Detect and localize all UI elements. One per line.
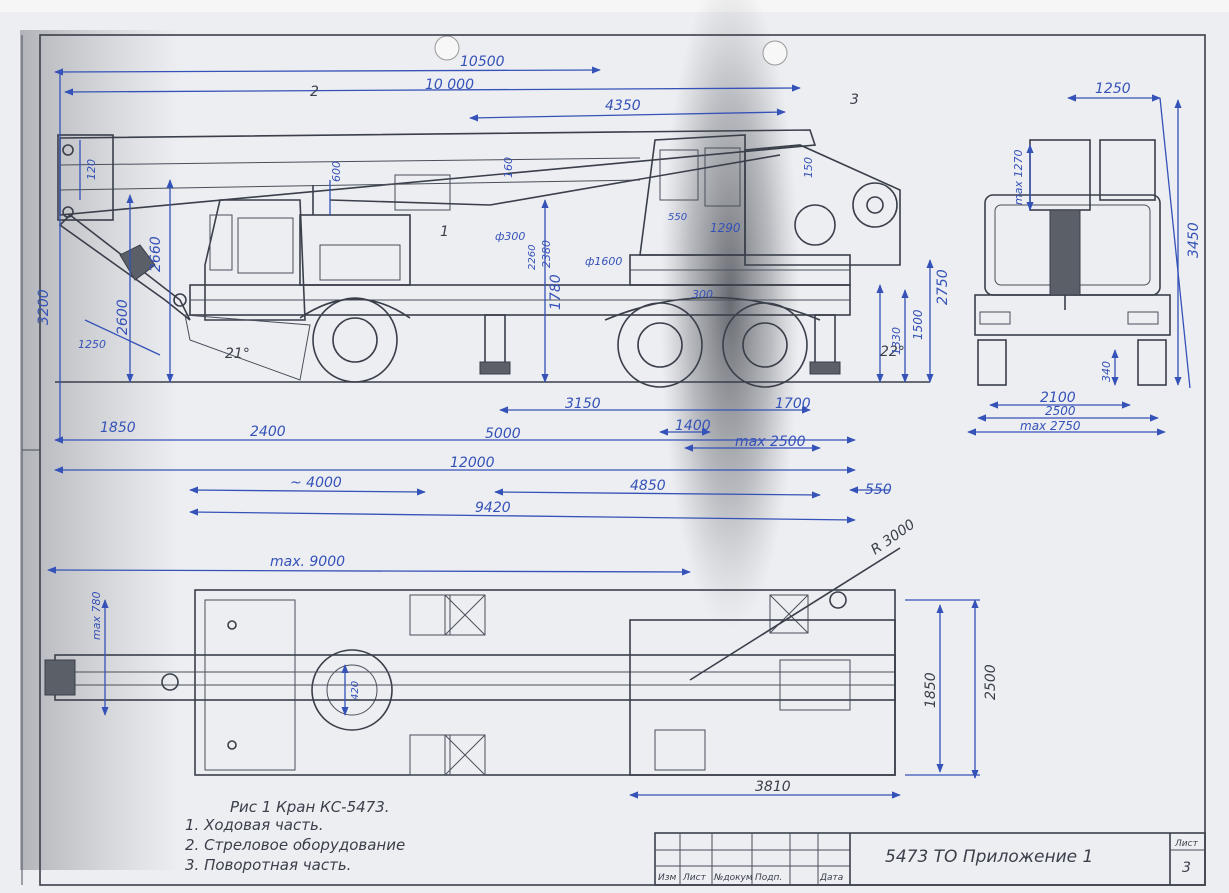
dim-4000: ~ 4000 (290, 475, 342, 491)
callout-1: 1 (440, 224, 449, 240)
col-podp: Подп. (755, 873, 782, 883)
dim-2400: 2400 (250, 424, 286, 440)
col-doc: №докум (713, 873, 753, 883)
dim-5000: 5000 (485, 426, 521, 442)
dim-1500: 1500 (911, 309, 925, 340)
dim-1600: ф1600 (585, 255, 622, 268)
dim-max780: max 780 (90, 592, 103, 640)
dim-3810: 3810 (755, 779, 791, 795)
dim-2500-plan: 2500 (983, 664, 999, 700)
dim-1400: 1400 (675, 418, 711, 434)
dim-4850: 4850 (630, 478, 666, 494)
dim-3200: 3200 (36, 289, 52, 325)
dim-2600: 2600 (115, 299, 131, 335)
side-view-dimensions (54, 66, 934, 524)
drawing-frame (39, 34, 1206, 886)
punch-hole-left (434, 35, 460, 61)
dim-2380: 2380 (540, 240, 553, 268)
dim-300-dia: ф300 (495, 230, 525, 243)
dim-4350: 4350 (605, 98, 641, 114)
dim-max9000: max. 9000 (270, 554, 345, 570)
sheet-number: 3 (1182, 860, 1191, 876)
dim-2500: 2500 (1045, 404, 1076, 418)
dim-1700: 1700 (775, 396, 811, 412)
dim-max2750: max 2750 (1020, 419, 1081, 433)
dim-3150: 3150 (565, 396, 601, 412)
legend-item-1: 1. Ходовая часть. (185, 816, 324, 834)
dim-120: 120 (85, 159, 98, 180)
dim-1850: 1850 (100, 420, 136, 436)
dim-max1270: max 1270 (1012, 150, 1025, 205)
legend-title: Рис 1 Кран КС-5473. (230, 798, 390, 816)
callout-2: 2 (310, 84, 319, 100)
col-izm: Изм (658, 873, 677, 883)
title-block (654, 832, 1206, 886)
dim-1250-top: 1250 (1095, 81, 1131, 97)
sheet-label: Лист (1174, 839, 1199, 849)
col-list: Лист (682, 873, 707, 883)
dim-420: 420 (350, 681, 361, 700)
legend-item-2: 2. Стреловое оборудование (185, 836, 405, 854)
dim-150: 150 (802, 157, 815, 178)
dim-600: 600 (330, 161, 343, 182)
punch-hole-right (762, 40, 788, 66)
dim-max2500: max 2500 (735, 434, 806, 450)
plan-view-dimensions (47, 547, 980, 799)
dim-3450: 3450 (1186, 222, 1202, 258)
title-designation: 5473 ТО Приложение 1 (885, 847, 1093, 867)
dim-340: 340 (1100, 361, 1113, 382)
dim-2100: 2100 (1040, 390, 1076, 406)
front-view (974, 139, 1171, 386)
angle-21: 21° (225, 346, 250, 362)
dim-10000: 10 000 (425, 77, 474, 93)
dim-550-top: 550 (668, 212, 687, 223)
plan-view (44, 589, 896, 776)
dim-1330: 1330 (890, 327, 903, 355)
side-view (55, 129, 930, 388)
dim-1850-plan: 1850 (923, 672, 939, 708)
front-view-dimensions (967, 94, 1191, 436)
scan-shade (20, 30, 180, 870)
dim-1290: 1290 (710, 221, 741, 235)
dim-550: 550 (865, 482, 892, 498)
col-data: Дата (819, 873, 843, 883)
dim-9420: 9420 (475, 500, 511, 516)
legend-item-3: 3. Поворотная часть. (185, 856, 351, 874)
dim-2260: 2260 (527, 245, 538, 270)
angle-22: 22° (880, 344, 905, 360)
dim-2750: 2750 (935, 269, 951, 305)
dim-300: 300 (692, 288, 713, 301)
dim-12000: 12000 (450, 455, 495, 471)
callout-3: 3 (850, 92, 859, 108)
dim-10500: 10500 (460, 54, 505, 70)
dim-160: 160 (502, 157, 515, 178)
dim-1780: 1780 (548, 274, 564, 310)
dim-2660: 2660 (148, 236, 164, 272)
dim-1250-side: 1250 (78, 338, 106, 351)
